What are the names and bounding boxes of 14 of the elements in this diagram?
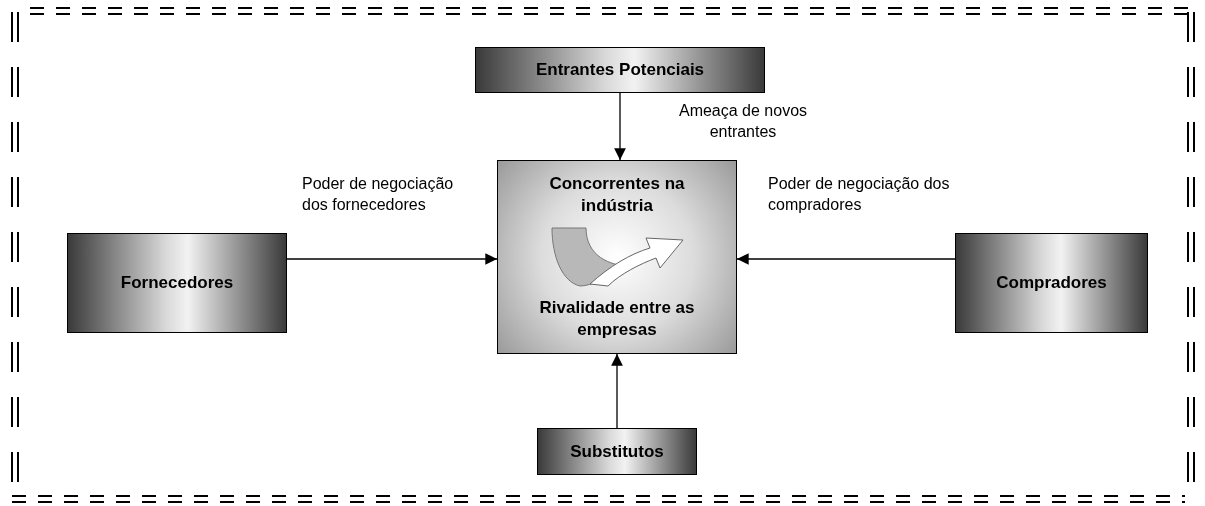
arrow <box>736 253 956 265</box>
edge-label: Ameaça de novos entrantes <box>677 101 809 142</box>
process-box: Fornecedores <box>67 233 287 333</box>
process-box: Substitutos <box>537 428 697 475</box>
box-heading: Concorrentes na indústria <box>548 173 686 217</box>
box-subtitle: Rivalidade entre as empresas <box>538 297 696 341</box>
arrow <box>286 253 498 265</box>
edge-label: Poder de negociação dos compradores <box>768 174 951 215</box>
arrow <box>611 353 623 429</box>
arrow <box>614 92 626 161</box>
process-box: Compradores <box>955 233 1148 333</box>
process-box <box>497 160 737 354</box>
edge-label: Poder de negociação dos fornecedores <box>302 174 455 215</box>
process-box: Entrantes Potenciais <box>475 47 765 93</box>
